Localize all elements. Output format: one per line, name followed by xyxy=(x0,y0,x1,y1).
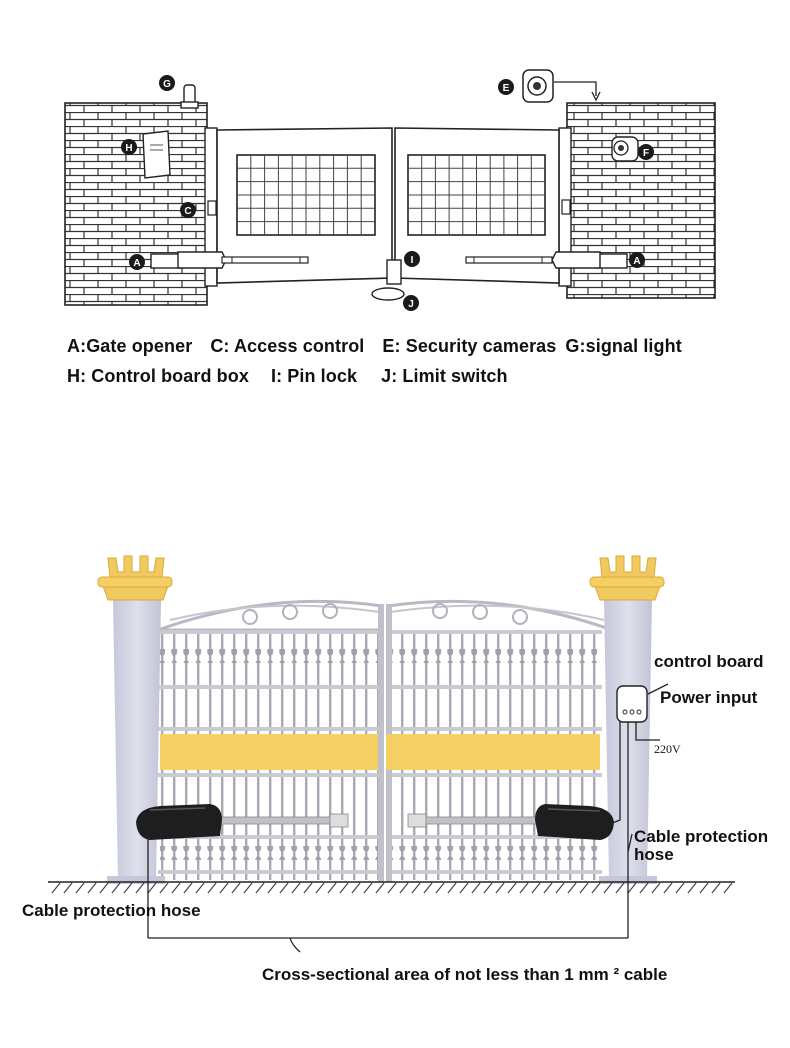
legend-limit-switch: J: Limit switch xyxy=(381,366,508,386)
legend-signal-light: G:signal light xyxy=(565,336,682,356)
label-cable-hose-left: Cable protection hose xyxy=(22,901,201,920)
label-cable-hose-right: Cable protection hose xyxy=(634,827,769,864)
pin-lock xyxy=(386,259,402,285)
right-brick-wall xyxy=(566,102,716,299)
wall-camera xyxy=(611,136,639,162)
marker-a-right: A xyxy=(633,256,640,267)
gate-opener-right xyxy=(465,251,628,269)
marker-a-left: A xyxy=(133,258,140,269)
gate-opener-left xyxy=(150,251,309,269)
legend-line-2: H: Control board box I: Pin lock J: Limit … xyxy=(67,366,508,387)
legend-access-control: C: Access control xyxy=(210,336,365,356)
marker-f: F xyxy=(643,148,649,159)
legend-gate-opener: A:Gate opener xyxy=(67,336,193,356)
right-gate-leaf xyxy=(394,127,560,284)
control-board xyxy=(616,685,648,723)
legend-control-board-box: H: Control board box xyxy=(67,366,249,386)
ornamental-gate xyxy=(157,599,613,882)
right-gate-panel xyxy=(386,734,600,770)
security-camera xyxy=(522,69,601,103)
legend-security-cameras: E: Security cameras xyxy=(382,336,557,356)
bottom-opener-right xyxy=(407,804,614,840)
marker-h: H xyxy=(125,143,132,154)
marker-j: J xyxy=(408,299,414,310)
label-control-board: control board xyxy=(654,652,764,671)
marker-c-left: C xyxy=(184,206,191,217)
left-gate-panel xyxy=(160,734,378,770)
control-board-box xyxy=(142,130,171,179)
label-cable-spec: Cross-sectional area of not less than 1 … xyxy=(262,965,668,984)
marker-g: G xyxy=(163,79,171,90)
label-power-input: Power input xyxy=(660,688,758,707)
left-pillar xyxy=(97,555,173,884)
access-control-right xyxy=(561,199,571,215)
marker-e: E xyxy=(503,83,510,94)
legend-line-1: A:Gate opener C: Access control E: Securit… xyxy=(67,336,682,357)
ground-line xyxy=(48,881,735,894)
signal-light xyxy=(180,84,199,109)
cable-wiring xyxy=(147,683,669,953)
top-gate-overview: G H C E F A A I J xyxy=(64,69,716,311)
access-control-left xyxy=(207,200,217,216)
legend-pin-lock: I: Pin lock xyxy=(270,366,358,386)
limit-switch xyxy=(371,287,405,301)
marker-i: I xyxy=(411,255,414,266)
marker-circles xyxy=(121,75,654,311)
bottom-opener-left xyxy=(136,804,349,840)
label-voltage: 220V xyxy=(654,742,681,756)
